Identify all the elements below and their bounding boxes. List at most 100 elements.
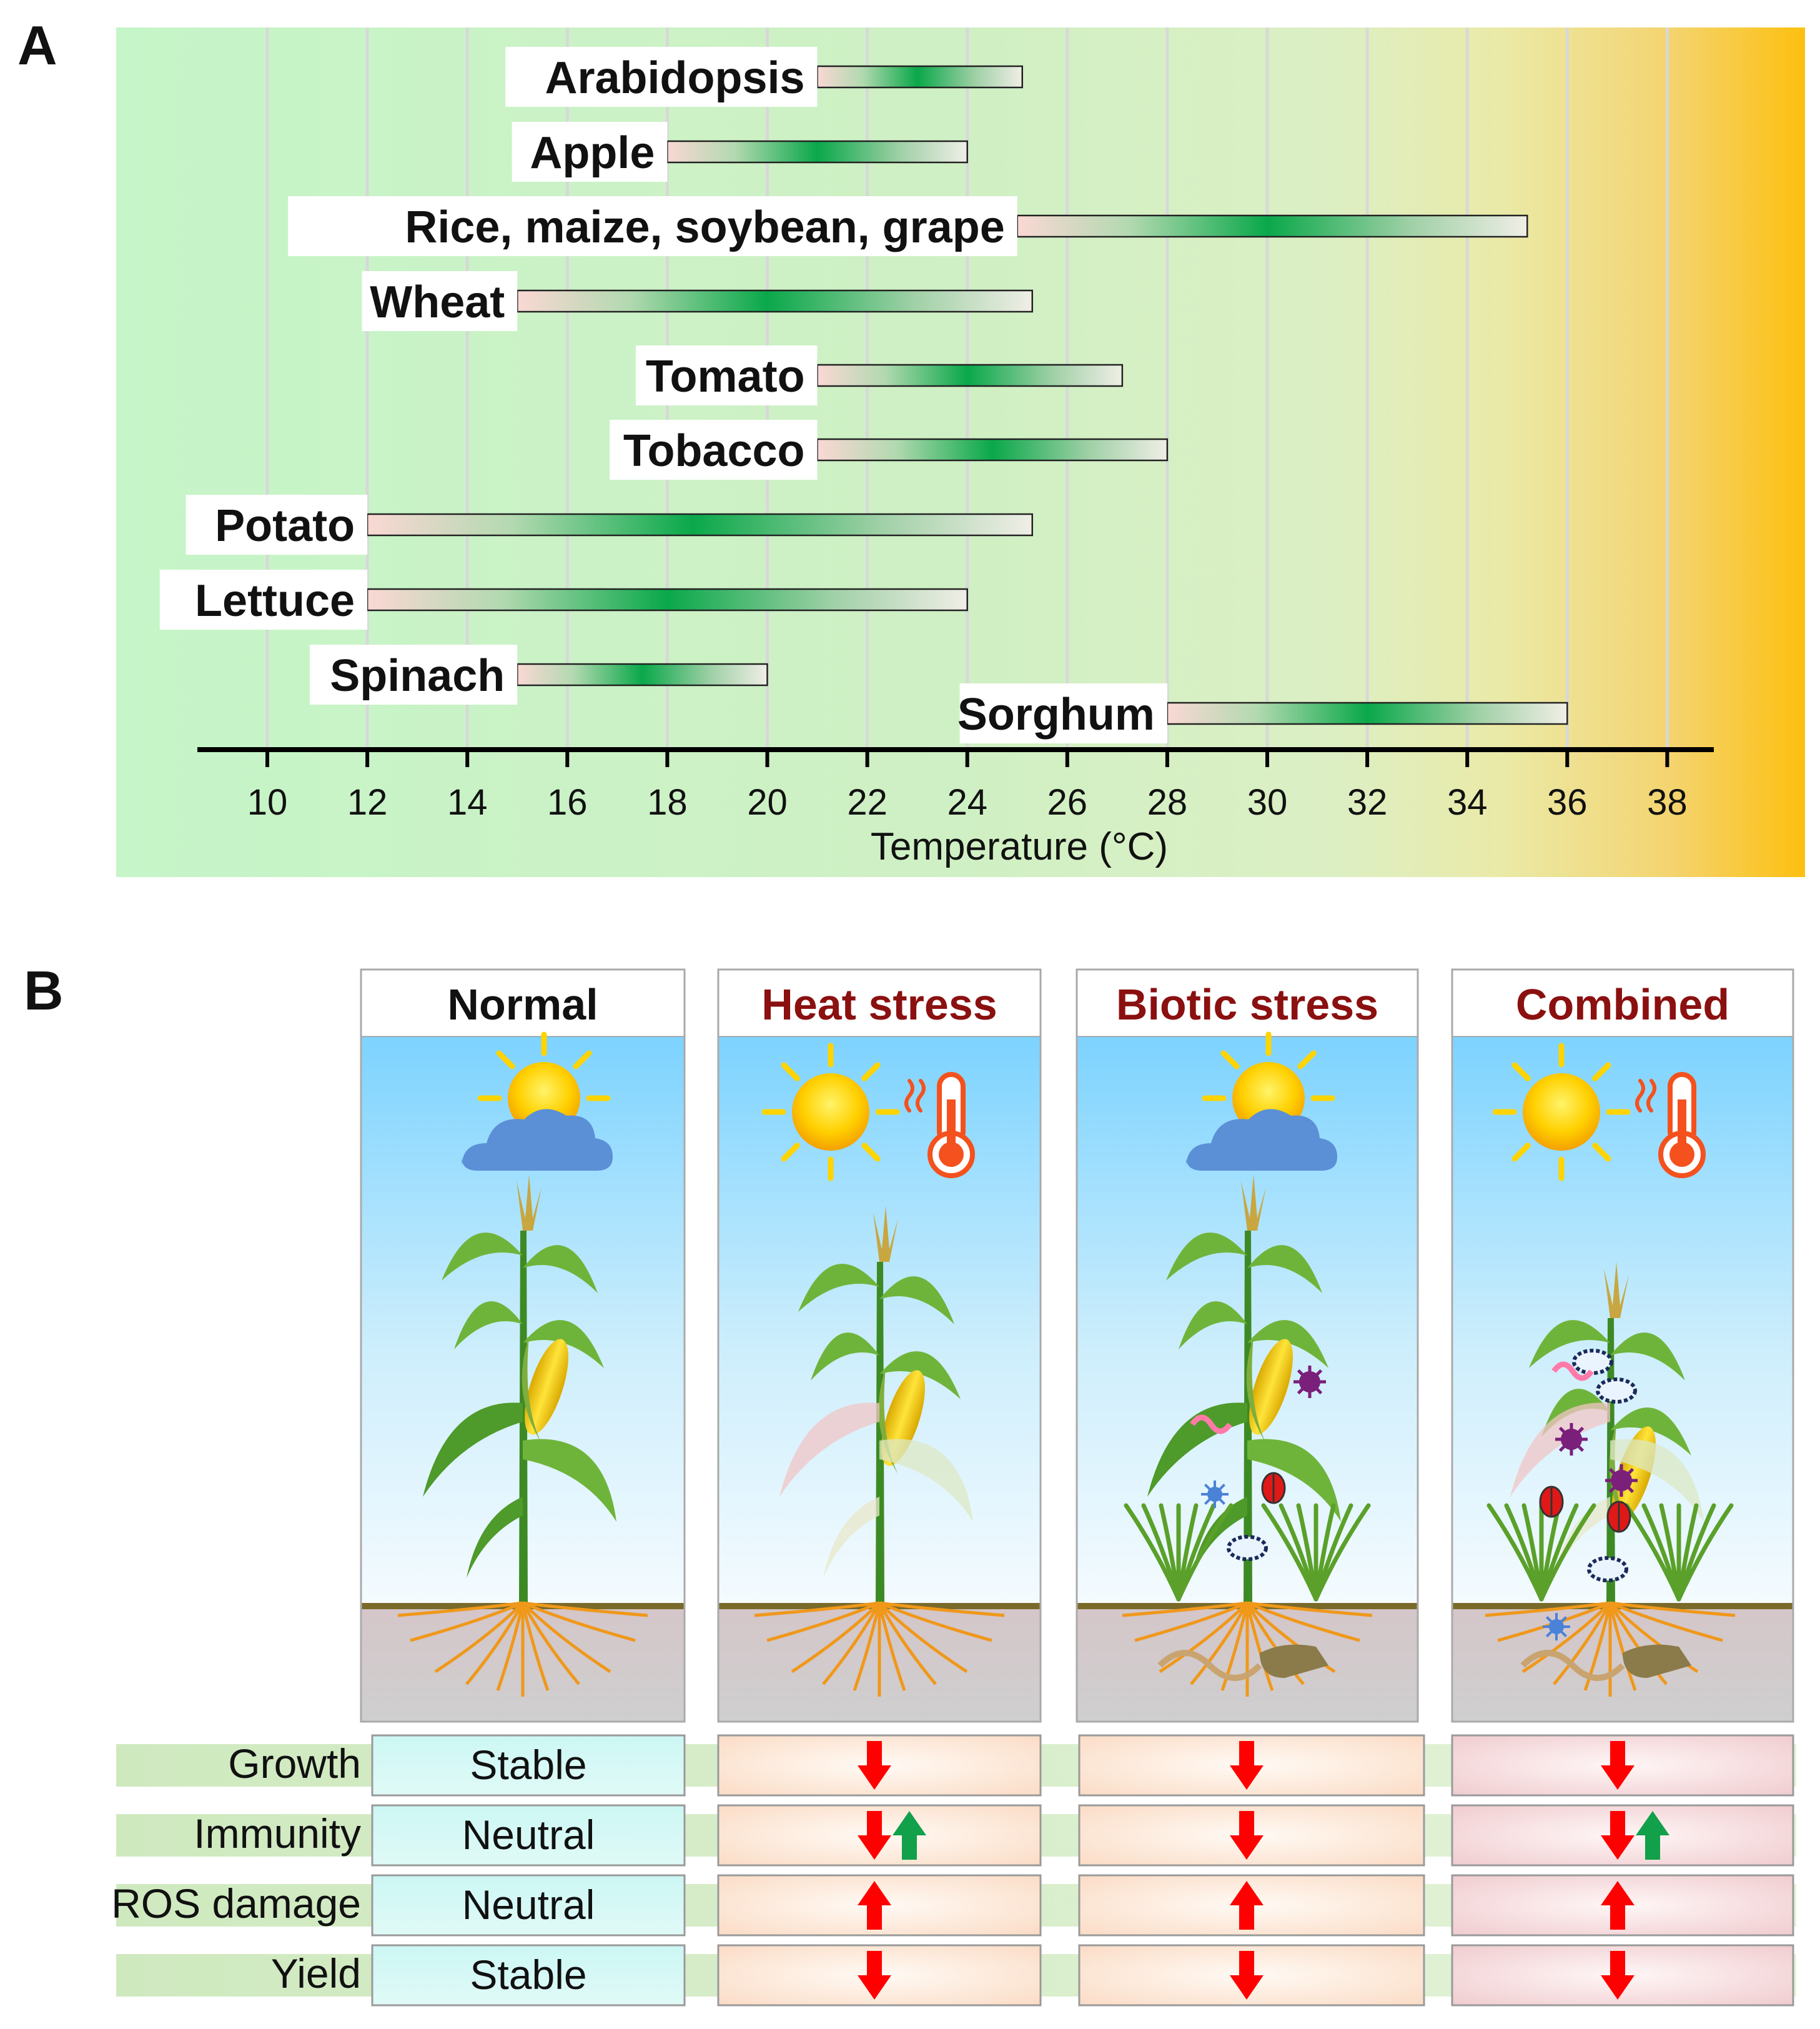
weather-icons [1492, 1043, 1706, 1181]
sun-ray [1592, 1143, 1611, 1162]
label-box [512, 122, 668, 182]
normal-cell [371, 1804, 686, 1867]
column-border [360, 968, 686, 1723]
species-bar-group: Tobacco [610, 420, 1169, 480]
species-label: Sorghum [957, 690, 1155, 740]
row-label: Yield [271, 1950, 361, 1997]
root [434, 1602, 524, 1674]
upper-leaf [523, 1320, 604, 1368]
panel-b-letter: B [24, 960, 64, 1021]
lower-leaf [1247, 1439, 1341, 1522]
caterpillar [1190, 1414, 1232, 1434]
bacterium [1587, 1556, 1628, 1582]
x-tick-label: 36 [1547, 782, 1588, 823]
tassel [873, 1206, 898, 1262]
cloud-shape [462, 1109, 613, 1171]
root [1245, 1602, 1305, 1685]
upper-leaf [442, 1233, 523, 1281]
species-label: Tomato [646, 352, 805, 402]
down-arrow-icon [1601, 1741, 1635, 1790]
range-bar [366, 513, 1034, 537]
normal-cell-value: Neutral [462, 1882, 595, 1928]
root [1553, 1602, 1612, 1685]
root [1134, 1601, 1248, 1642]
heat-wave [916, 1079, 926, 1113]
root [522, 1602, 611, 1674]
root [878, 1602, 906, 1691]
species-bar-group: Apple [512, 122, 968, 182]
column-border [717, 968, 1042, 1723]
sun-ray [496, 1050, 515, 1069]
upper-leaf [454, 1301, 523, 1349]
range-bar [666, 140, 968, 164]
root [1247, 1601, 1360, 1642]
range-bar [366, 588, 968, 612]
row-label: Growth [228, 1740, 361, 1787]
nematode [1520, 1650, 1625, 1681]
condition-header-label: Combined [1516, 980, 1729, 1029]
x-tick-label: 24 [947, 782, 987, 823]
condition-header-label: Heat stress [761, 980, 997, 1029]
sun-ray [1220, 1050, 1240, 1069]
root [522, 1601, 648, 1617]
weed-blade [1313, 1503, 1371, 1602]
lower-leaf [423, 1402, 523, 1497]
weed-blade [1176, 1503, 1234, 1602]
normal-cell [371, 1734, 686, 1797]
x-tick-label: 14 [447, 782, 488, 823]
label-box [505, 47, 818, 107]
upper-leaf [1247, 1245, 1322, 1293]
down-arrow-icon [1601, 1951, 1635, 2000]
corn-ear [1249, 1339, 1293, 1435]
x-tick-label: 20 [747, 782, 788, 823]
sun-ray [1511, 1062, 1531, 1081]
lower-leaf [523, 1439, 616, 1522]
lower-leaf [1610, 1439, 1704, 1522]
heat-wave [1646, 1079, 1656, 1113]
sun-ray [1511, 1143, 1531, 1162]
thermometer-fill-column [947, 1099, 956, 1156]
root [1610, 1601, 1736, 1617]
heat-wave [904, 1079, 914, 1113]
cloud-shape [1186, 1109, 1337, 1171]
down-arrow-icon [858, 1741, 891, 1790]
down-arrow-icon [1230, 1951, 1264, 2000]
root [878, 1602, 968, 1674]
root [878, 1602, 937, 1685]
label-box [288, 196, 1017, 256]
root [1485, 1601, 1611, 1617]
tassel [1241, 1174, 1266, 1231]
bacterium [1596, 1377, 1637, 1404]
sun-disc [1523, 1073, 1600, 1151]
root [410, 1601, 523, 1642]
down-arrow-icon [1230, 1811, 1264, 1860]
husk-leaf [1246, 1337, 1266, 1443]
species-label: Spinach [330, 651, 505, 701]
root [521, 1602, 550, 1691]
upper-leaf [1247, 1320, 1328, 1368]
row-label: Immunity [194, 1810, 361, 1857]
species-bar-group: Tomato [635, 345, 1124, 405]
range-bar [1016, 214, 1528, 238]
root [822, 1602, 881, 1685]
root [1608, 1602, 1668, 1685]
species-label: Wheat [370, 277, 505, 327]
upper-leaf [798, 1264, 879, 1312]
root [791, 1602, 881, 1674]
weather-icons [1186, 1031, 1337, 1171]
ground-line [1452, 1603, 1793, 1609]
condition-column-combined: Combined [1451, 968, 1794, 1723]
x-tick-label: 32 [1347, 782, 1388, 823]
species-label: Rice, maize, soybean, grape [405, 202, 1004, 252]
up-arrow-icon [1601, 1881, 1635, 1930]
root [1245, 1602, 1274, 1691]
species-label: Apple [530, 128, 655, 178]
root [1610, 1601, 1723, 1642]
soil-grub [1623, 1644, 1691, 1678]
x-tick-label: 10 [247, 782, 288, 823]
range-bar [816, 364, 1124, 387]
down-arrow-icon [1230, 1741, 1264, 1790]
virus-body [1611, 1470, 1632, 1491]
